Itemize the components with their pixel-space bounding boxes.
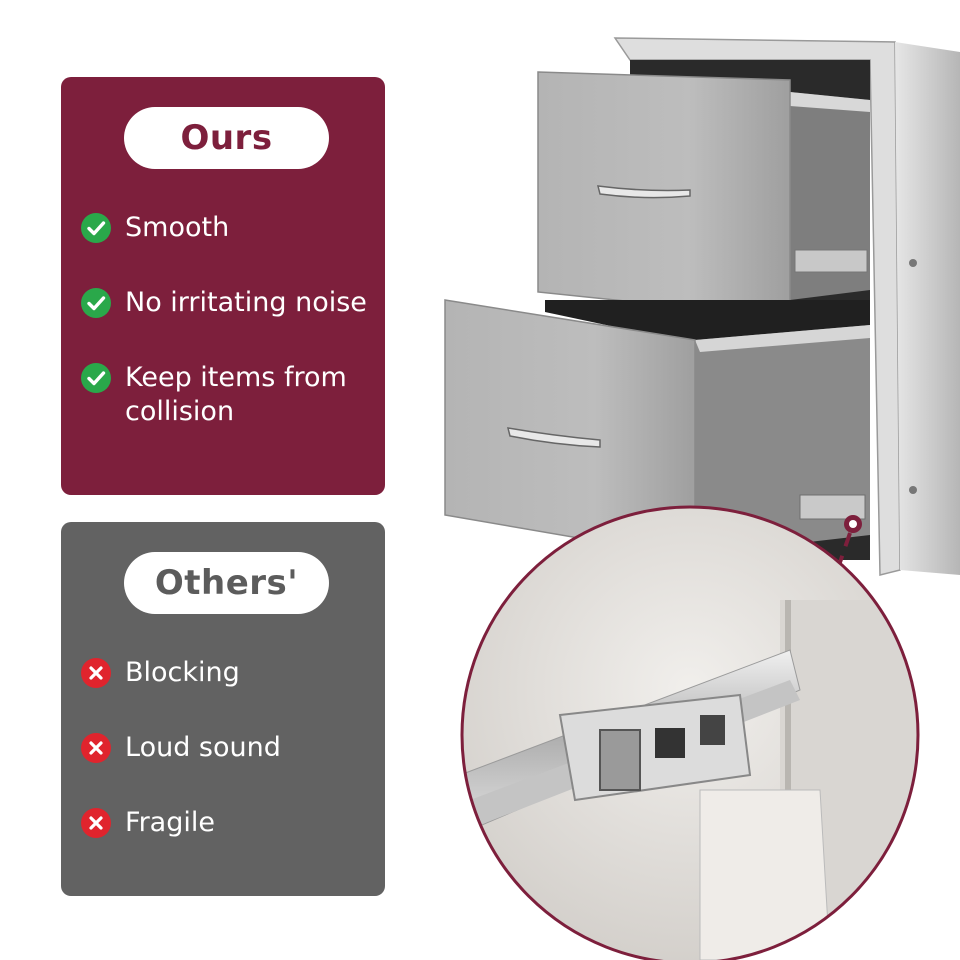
- check-circle-icon: [81, 213, 111, 243]
- x-circle-icon: [81, 733, 111, 763]
- others-item-label: Fragile: [125, 807, 215, 838]
- ours-item-label: Smooth: [125, 212, 230, 243]
- ours-item-label: No irritating noise: [125, 287, 367, 318]
- others-title: Others': [124, 552, 329, 614]
- x-circle-icon: [81, 658, 111, 688]
- x-circle-icon: [81, 808, 111, 838]
- check-circle-icon: [81, 288, 111, 318]
- top-drawer: [537, 71, 870, 319]
- zoom-detail-circle: [460, 505, 920, 960]
- others-item-loud-sound: Loud sound: [81, 731, 381, 765]
- ours-item-smooth: Smooth: [81, 211, 381, 245]
- drawer-unit-image: [444, 37, 960, 960]
- others-item-label: Blocking: [125, 657, 240, 688]
- ours-title: Ours: [124, 107, 329, 169]
- check-circle-icon: [81, 363, 111, 393]
- ours-item-collision: Keep items from collision: [81, 361, 381, 429]
- bottom-drawer: [444, 299, 870, 559]
- others-item-label: Loud sound: [125, 732, 281, 763]
- others-item-blocking: Blocking: [81, 656, 381, 690]
- ours-item-label: Keep items from collision: [125, 362, 347, 427]
- others-item-fragile: Fragile: [81, 806, 381, 840]
- ours-item-no-noise: No irritating noise: [81, 286, 381, 320]
- others-panel: Others' Blocking Loud sound Fragile: [61, 522, 385, 896]
- ours-panel: Ours Smooth No irritating noise Keep ite…: [61, 77, 385, 495]
